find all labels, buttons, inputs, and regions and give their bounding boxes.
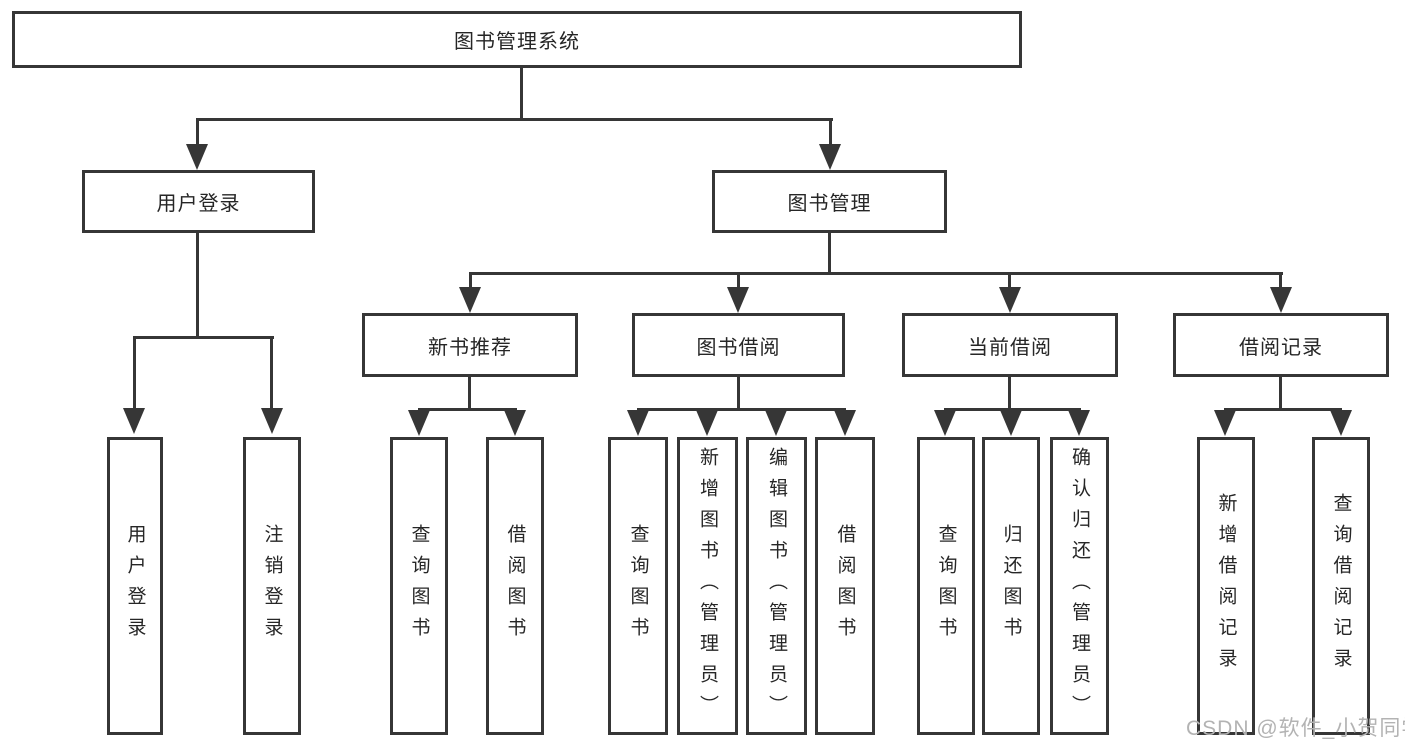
arrow-down-icon bbox=[459, 287, 481, 313]
root-node-label: 图书管理系统 bbox=[454, 31, 580, 53]
arrow-down-icon bbox=[765, 410, 787, 436]
leaf-query-books-label: 查询图书 bbox=[408, 524, 430, 648]
group-book-borrow-label: 图书借阅 bbox=[696, 336, 781, 359]
connector-line bbox=[737, 272, 740, 292]
arrow-down-icon bbox=[834, 410, 856, 436]
connector-line bbox=[196, 118, 833, 121]
connector-line bbox=[196, 118, 199, 150]
leaf-borrow-books-label: 借阅图书 bbox=[834, 524, 856, 648]
leaf-user-login-box: 用户登录 bbox=[107, 437, 163, 735]
leaf-user-login-label: 用户登录 bbox=[124, 524, 146, 648]
leaf-borrow-books-box: 借阅图书 bbox=[486, 437, 544, 735]
leaf-query-books-label: 查询图书 bbox=[935, 524, 957, 648]
leaf-add-borrow-record-box: 新增借阅记录 bbox=[1197, 437, 1255, 735]
leaf-query-books-box: 查询图书 bbox=[390, 437, 448, 735]
connector-line bbox=[196, 233, 199, 339]
group-borrow-records-box: 借阅记录 bbox=[1173, 313, 1389, 377]
leaf-logout-label: 注销登录 bbox=[261, 524, 283, 648]
arrow-down-icon bbox=[934, 410, 956, 436]
arrow-down-icon bbox=[1068, 410, 1090, 436]
connector-line bbox=[1224, 408, 1342, 411]
arrow-down-icon bbox=[1270, 287, 1292, 313]
connector-line bbox=[828, 233, 831, 274]
leaf-confirm-return-admin-box: 确认归还（管理员） bbox=[1050, 437, 1109, 735]
group-book-borrow-box: 图书借阅 bbox=[632, 313, 845, 377]
connector-line bbox=[469, 272, 472, 292]
branch-user-login-label: 用户登录 bbox=[156, 193, 241, 215]
leaf-query-borrow-record-box: 查询借阅记录 bbox=[1312, 437, 1370, 735]
arrow-down-icon bbox=[727, 287, 749, 313]
group-borrow-records-label: 借阅记录 bbox=[1239, 336, 1323, 359]
leaf-borrow-books-box: 借阅图书 bbox=[815, 437, 875, 735]
leaf-add-borrow-record-label: 新增借阅记录 bbox=[1215, 493, 1237, 679]
leaf-add-book-admin-box: 新增图书（管理员） bbox=[677, 437, 738, 735]
leaf-borrow-books-label: 借阅图书 bbox=[504, 524, 526, 648]
leaf-add-book-admin-label: 新增图书（管理员） bbox=[697, 446, 718, 726]
arrow-down-icon bbox=[627, 410, 649, 436]
arrow-down-icon bbox=[819, 144, 841, 170]
arrow-down-icon bbox=[408, 410, 430, 436]
connector-line bbox=[468, 377, 471, 410]
connector-line bbox=[520, 66, 523, 120]
connector-line bbox=[737, 377, 740, 410]
group-new-book-recommend-box: 新书推荐 bbox=[362, 313, 578, 377]
leaf-confirm-return-admin-label: 确认归还（管理员） bbox=[1069, 446, 1090, 726]
arrow-down-icon bbox=[123, 408, 145, 434]
connector-line bbox=[1008, 272, 1011, 292]
arrow-down-icon bbox=[261, 408, 283, 434]
leaf-return-books-box: 归还图书 bbox=[982, 437, 1040, 735]
connector-line bbox=[469, 272, 1283, 275]
arrow-down-icon bbox=[1214, 410, 1236, 436]
csdn-watermark: CSDN @软件_小贺同学 bbox=[1186, 717, 1405, 740]
leaf-edit-book-admin-box: 编辑图书（管理员） bbox=[746, 437, 807, 735]
connector-line bbox=[1008, 377, 1011, 410]
connector-line bbox=[270, 336, 273, 412]
arrow-down-icon bbox=[186, 144, 208, 170]
connector-line bbox=[1279, 377, 1282, 410]
branch-book-management-box: 图书管理 bbox=[712, 170, 947, 233]
leaf-query-books-box: 查询图书 bbox=[917, 437, 975, 735]
leaf-query-books-box: 查询图书 bbox=[608, 437, 668, 735]
connector-line bbox=[637, 408, 846, 411]
root-node-box: 图书管理系统 bbox=[12, 11, 1022, 68]
arrow-down-icon bbox=[1330, 410, 1352, 436]
connector-line bbox=[133, 336, 136, 412]
leaf-edit-book-admin-label: 编辑图书（管理员） bbox=[766, 446, 787, 726]
connector-line bbox=[133, 336, 274, 339]
arrow-down-icon bbox=[1000, 410, 1022, 436]
branch-user-login-box: 用户登录 bbox=[82, 170, 315, 233]
group-current-borrow-box: 当前借阅 bbox=[902, 313, 1118, 377]
arrow-down-icon bbox=[696, 410, 718, 436]
connector-line bbox=[1279, 272, 1282, 292]
group-new-book-recommend-label: 新书推荐 bbox=[428, 336, 512, 359]
leaf-query-books-label: 查询图书 bbox=[627, 524, 649, 648]
branch-book-management-label: 图书管理 bbox=[787, 193, 872, 215]
connector-line bbox=[829, 118, 832, 150]
leaf-logout-box: 注销登录 bbox=[243, 437, 301, 735]
arrow-down-icon bbox=[999, 287, 1021, 313]
group-current-borrow-label: 当前借阅 bbox=[968, 336, 1052, 359]
connector-line bbox=[418, 408, 517, 411]
leaf-return-books-label: 归还图书 bbox=[1000, 524, 1022, 648]
connector-line bbox=[944, 408, 1081, 411]
arrow-down-icon bbox=[504, 410, 526, 436]
leaf-query-borrow-record-label: 查询借阅记录 bbox=[1330, 493, 1352, 679]
